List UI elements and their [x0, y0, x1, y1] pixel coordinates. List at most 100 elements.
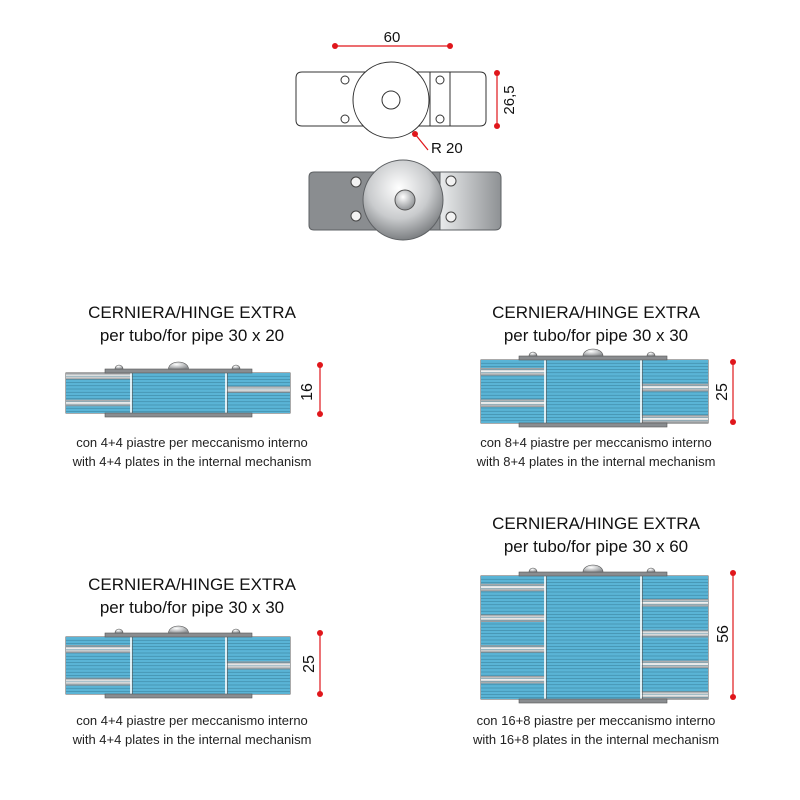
panel-2-dimension: 25: [714, 359, 736, 425]
blue-band: [481, 360, 708, 368]
steel-band-left: [66, 645, 131, 654]
panel-subtitle: per tubo/for pipe 30 x 60: [504, 537, 688, 556]
steel-band-right: [226, 661, 290, 670]
hinge-section-30x30-8plates: [480, 348, 709, 428]
panel-3-texts: CERNIERA/HINGE EXTRA per tubo/for pipe 3…: [72, 575, 312, 747]
steel-band-left: [481, 399, 545, 408]
blue-band: [641, 645, 708, 653]
blue-band: [66, 393, 290, 400]
bottom-plate: [518, 698, 668, 704]
bolt-head: [231, 628, 241, 634]
steel-band-right: [226, 386, 290, 393]
dimension-label: 25: [301, 655, 318, 673]
blue-band: [66, 406, 290, 413]
top-plate: [518, 355, 668, 361]
blue-band: [66, 661, 131, 670]
blue-band: [66, 379, 290, 387]
panel-caption: with 16+8 plates in the internal mechani…: [472, 732, 719, 747]
blue-band: [545, 383, 641, 392]
blue-band: [545, 367, 641, 376]
top-plate: [104, 632, 253, 638]
panel-caption: with 4+4 plates in the internal mechanis…: [72, 732, 312, 747]
blue-band: [66, 653, 290, 662]
blue-band: [545, 691, 641, 699]
steel-band-left: [481, 583, 545, 592]
panel-title: CERNIERA/HINGE EXTRA: [88, 575, 296, 594]
bottom-plate: [104, 693, 253, 699]
blue-band: [131, 386, 226, 393]
pin-dome: [168, 361, 189, 370]
blue-band: [545, 399, 641, 408]
steel-band-right: [641, 383, 708, 392]
hinge-outline-drawing: [295, 61, 487, 139]
steel-band-right: [641, 599, 708, 607]
panel-caption: con 4+4 piastre per meccanismo interno: [76, 713, 308, 728]
width-label: 60: [384, 29, 401, 46]
panel-subtitle: per tubo/for pipe 30 x 30: [100, 598, 284, 617]
panel-3-dimension: 25: [301, 630, 323, 697]
panel-title: CERNIERA/HINGE EXTRA: [492, 303, 700, 322]
bolt-head: [646, 567, 656, 573]
panel-caption: with 8+4 plates in the internal mechanis…: [476, 454, 716, 469]
blue-band: [226, 399, 290, 407]
blue-band: [66, 685, 290, 694]
steel-band-left: [481, 675, 545, 684]
blue-band: [545, 645, 641, 653]
blue-band: [481, 622, 708, 630]
panel-subtitle: per tubo/for pipe 30 x 20: [100, 326, 284, 345]
pin-dome: [582, 348, 604, 357]
blue-band: [481, 683, 708, 692]
dimension-label: 56: [715, 625, 732, 643]
bottom-plate: [104, 412, 253, 418]
blue-band: [481, 691, 545, 699]
blue-band: [545, 583, 641, 592]
blue-band: [481, 383, 545, 392]
blue-band: [226, 645, 290, 654]
blue-band: [481, 652, 708, 661]
hinge-3d-render: [308, 159, 502, 241]
blue-band: [131, 399, 226, 407]
radius-label: R 20: [431, 140, 463, 157]
hinge-section-30x60: [480, 564, 709, 704]
steel-band-left: [66, 399, 131, 407]
steel-band-left: [481, 614, 545, 623]
pin-dome: [582, 564, 604, 573]
blue-band: [641, 583, 708, 592]
bolt-head: [646, 351, 656, 357]
panel-1-dimension: 16: [299, 362, 323, 417]
height-label: 26,5: [501, 85, 518, 114]
panel-1-texts: CERNIERA/HINGE EXTRA per tubo/for pipe 3…: [72, 303, 312, 469]
blue-band: [66, 669, 290, 678]
panel-caption: with 4+4 plates in the internal mechanis…: [72, 454, 312, 469]
blue-band: [545, 660, 641, 669]
bolt-head: [114, 628, 124, 634]
blue-band: [545, 614, 641, 623]
pin-dome: [168, 625, 189, 634]
blue-band: [481, 599, 545, 607]
blue-band: [481, 576, 708, 584]
bolt-head: [528, 351, 538, 357]
hinge-section-30x30-4plates: [65, 625, 291, 699]
blue-band: [131, 645, 226, 654]
blue-band: [641, 675, 708, 684]
panel-caption: con 4+4 piastre per meccanismo interno: [76, 435, 308, 450]
panel-caption: con 8+4 piastre per meccanismo interno: [480, 435, 712, 450]
blue-band: [66, 637, 290, 646]
blue-band: [481, 375, 708, 384]
blue-band: [641, 399, 708, 408]
top-dimension-radius: R 20: [412, 131, 463, 157]
hinge-section-30x20: [65, 361, 291, 418]
panel-title: CERNIERA/HINGE EXTRA: [492, 514, 700, 533]
blue-band: [481, 606, 708, 615]
top-dimension-width: 60: [332, 29, 453, 49]
bolt-head: [528, 567, 538, 573]
blue-band: [481, 637, 708, 646]
panel-subtitle: per tubo/for pipe 30 x 30: [504, 326, 688, 345]
blue-band: [481, 415, 545, 423]
steel-band-left: [481, 645, 545, 653]
panel-title: CERNIERA/HINGE EXTRA: [88, 303, 296, 322]
steel-band-right: [641, 660, 708, 669]
panel-2-texts: CERNIERA/HINGE EXTRA per tubo/for pipe 3…: [476, 303, 716, 469]
blue-band: [545, 675, 641, 684]
bolt-head: [114, 364, 124, 370]
